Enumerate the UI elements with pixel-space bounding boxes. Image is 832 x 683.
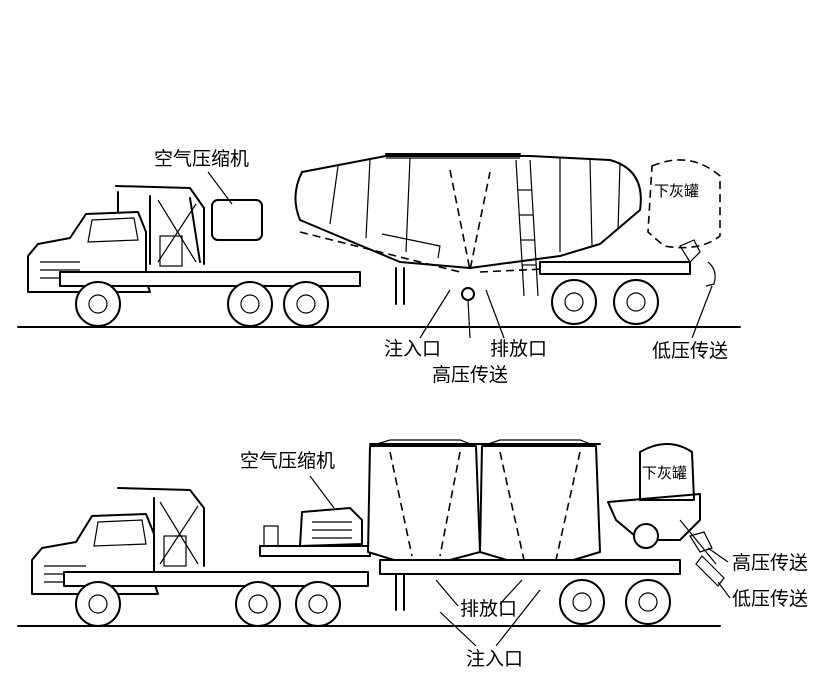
bottom-deck [259, 545, 371, 557]
bottom-wheels [75, 579, 671, 627]
top-wheels [75, 279, 659, 327]
bottom-compressor-leader [309, 475, 335, 509]
top-inlet-label: 注入口 [384, 338, 442, 360]
top-cab-rack [115, 185, 205, 265]
top-outlet-leader [485, 289, 505, 339]
bottom-outlet-leader [435, 579, 459, 607]
bottom-low-pressure-label: 低压传送 [732, 588, 809, 610]
bottom-outlet-label: 排放口 [460, 598, 518, 620]
bottom-high-pressure-leader [707, 547, 729, 563]
top-compressor-label: 空气压缩机 [154, 148, 250, 170]
bottom-low-pressure-leader [717, 581, 731, 599]
top-compressor [211, 199, 263, 241]
bottom-compressor-label: 空气压缩机 [240, 450, 336, 472]
top-chassis [59, 271, 361, 287]
top-high-pressure-label: 高压传送 [432, 364, 509, 386]
top-outlet-label: 排放口 [490, 338, 548, 360]
top-inlet-leader [419, 289, 451, 339]
bottom-lower-tank-label: 下灰罐 [642, 464, 688, 482]
top-low-pressure-label: 低压传送 [652, 340, 729, 362]
bottom-truck [17, 439, 731, 647]
top-lower-tank-label: 下灰罐 [654, 182, 700, 200]
top-inlet-port [461, 287, 475, 301]
bottom-tank-2 [479, 445, 601, 571]
top-truck [17, 153, 741, 339]
top-tank [294, 155, 642, 269]
bottom-lower-tank [639, 443, 695, 501]
bottom-chassis [63, 571, 369, 587]
top-compressor-leader [207, 171, 233, 205]
bottom-tank-1 [367, 445, 481, 569]
top-cab-window [87, 217, 139, 243]
bottom-inlet-label: 注入口 [466, 648, 524, 670]
bottom-compressor [299, 507, 363, 547]
top-trailer-chassis [539, 261, 691, 275]
bottom-trailer-chassis [379, 559, 681, 575]
top-low-pressure-leader [691, 285, 713, 339]
bottom-high-pressure-label: 高压传送 [732, 552, 809, 574]
bottom-inlet-leader [439, 611, 477, 647]
top-lower-tank-outline [647, 159, 721, 249]
